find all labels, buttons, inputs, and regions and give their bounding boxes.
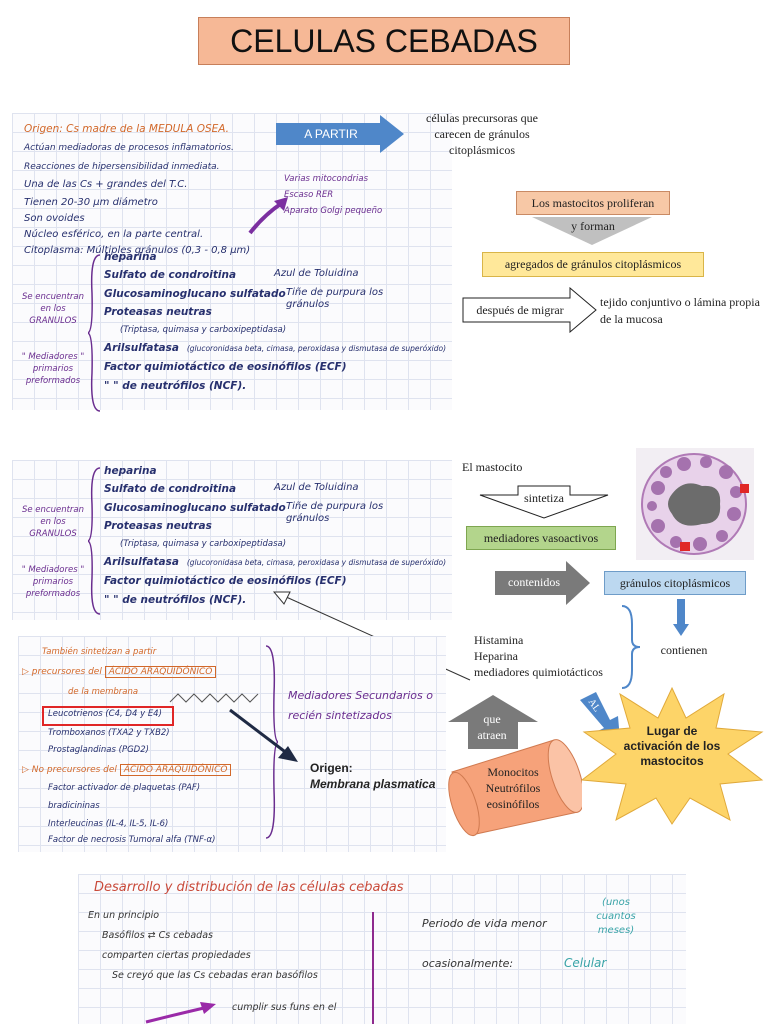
- al-arrow-icon: [580, 692, 620, 740]
- section3-right-3: Celular: [564, 956, 607, 970]
- secondary-item-b1: Factor activador de plaquetas (PAF): [48, 783, 201, 793]
- origin-note-1: Origen: Cs madre de la MEDULA OSEA.: [24, 123, 230, 135]
- notes-panel-granules: Se encuentran en los GRANULOS " Mediador…: [12, 460, 452, 620]
- precursor-text: células precursoras que carecen de gránu…: [426, 111, 538, 157]
- acid-box-2: ÁCIDO ARAQUIDÓNICO: [119, 764, 232, 776]
- origin-note-5: Tienen 20-30 μm diámetro: [24, 197, 158, 208]
- section3-heading: Desarrollo y distribución de las células…: [94, 880, 404, 895]
- secondary-item-a3: Prostaglandinas (PGD2): [48, 745, 149, 755]
- secondary-item-a1: Leucotrienos (C4, D4 y E4): [48, 709, 162, 719]
- origin-sub: Membrana plasmatica: [310, 777, 436, 791]
- cell-3: eosinófilos: [486, 797, 540, 811]
- secondary-item-b3: Interleucinas (IL-4, IL-5, IL-6): [48, 819, 169, 829]
- notes-panel-secondary: También sintetizan a partir ▷ precursore…: [18, 636, 446, 852]
- secondary-precursors-line: ▷ precursores del ÁCIDO ARAQUIDÓNICO: [22, 666, 217, 678]
- notes-panel-development: Desarrollo y distribución de las células…: [78, 874, 686, 1024]
- secondary-item-a2: Tromboxanos (TXA2 y TXB2): [48, 728, 170, 738]
- activation-starburst-icon: [580, 686, 764, 825]
- mediator-3: mediadores quimiotácticos: [474, 665, 603, 679]
- attract-arrow-icon: [448, 695, 538, 749]
- no-precursors: No precursores del: [31, 765, 117, 775]
- mediator-1: Histamina: [474, 633, 524, 647]
- organelle-2: Escaso RER: [284, 190, 334, 200]
- organelle-1: Varias mitocondrias: [284, 174, 368, 184]
- secondary-brace-icon: [265, 645, 278, 839]
- section3-line-2: Basófilos ⇄ Cs cebadas: [102, 930, 213, 941]
- brace-icon: [88, 467, 101, 615]
- down-arrow-blue-icon: [673, 599, 689, 636]
- secondary-membrane: de la membrana: [68, 687, 139, 697]
- cells-cylinder-icon: [448, 739, 582, 837]
- origin-block: Origen: Membrana plasmatica: [310, 760, 435, 792]
- section3-line-1: En un principio: [88, 910, 160, 921]
- mast-cell-image-icon: [636, 448, 754, 560]
- mediator-2: Heparina: [474, 649, 518, 663]
- vertical-divider: [372, 912, 374, 1024]
- proliferate-box: Los mastocitos proliferan: [516, 191, 670, 215]
- mastocyte-label: El mastocito: [462, 460, 523, 474]
- synthesize-label: sintetiza: [524, 491, 564, 505]
- secondary-item-b4: Factor de necrosis Tumoral alfa (TNF-α): [48, 835, 216, 845]
- purple-arrow-icon: [248, 197, 288, 235]
- page-title: CELULAS CEBADAS: [198, 17, 570, 65]
- a-partir-label: A PARTIR: [304, 127, 358, 141]
- contained-label: contenidos: [508, 575, 560, 589]
- section3-right-1: Periodo de vida menor: [422, 917, 547, 930]
- secondary-item-b2: bradicininas: [48, 801, 100, 811]
- destination-text: tejido conjuntivo o lámina propia de la …: [600, 295, 760, 326]
- granules-side-label-2b: " Mediadores " primarios preformados: [21, 565, 85, 599]
- cells-list: Monocitos Neutrófilos eosinófilos: [470, 764, 556, 812]
- secondary-precursors: precursores del: [31, 667, 102, 677]
- synthesize-arrow-icon: [479, 485, 609, 519]
- origin-note-6: Son ovoides: [24, 213, 85, 224]
- secondary-intro: También sintetizan a partir: [42, 647, 157, 657]
- purple-arrow-2-icon: [145, 1002, 216, 1024]
- section3-line-4: Se creyó que las Cs cebadas eran basófil…: [112, 970, 318, 981]
- contain-label: contienen: [660, 643, 708, 657]
- mediators-list: Histamina Heparina mediadores quimiotáct…: [474, 632, 624, 680]
- origin-title: Origen:: [310, 761, 353, 775]
- notes-panel-origin: Origen: Cs madre de la MEDULA OSEA. Actú…: [12, 113, 452, 412]
- organelle-3: Aparato Golgi pequeño: [284, 206, 383, 216]
- after-migrate-label: después de migrar: [476, 303, 564, 317]
- origin-note-3: Reacciones de hipersensibilidad inmediat…: [24, 162, 220, 172]
- acid-box-1: ÁCIDO ARAQUIDÓNICO: [104, 666, 217, 678]
- section3-right-2: ocasionalmente:: [422, 957, 514, 970]
- granules-box: gránulos citoplásmicos: [604, 571, 746, 595]
- origin-arrow-icon: [229, 708, 298, 762]
- brace-icon: [88, 254, 101, 412]
- aggregates-box: agregados de gránulos citoplásmicos: [482, 252, 704, 277]
- contain-brace-icon: [621, 605, 641, 689]
- no-precursors-line: ▷ No precursores del ÁCIDO ARAQUIDÓNICO: [22, 764, 232, 776]
- leukotriene-highlight: [42, 706, 174, 726]
- attract-label: que atraen: [477, 712, 507, 742]
- after-migrate-arrow-icon: [462, 287, 597, 333]
- section3-line-5: cumplir sus funs en el: [232, 1002, 337, 1013]
- granules-side-label-2a: Se encuentran en los GRANULOS: [21, 505, 85, 539]
- contained-arrow-icon: [495, 561, 590, 605]
- origin-note-2: Actúan mediadoras de procesos inflamator…: [24, 143, 234, 153]
- secondary-label: Mediadores Secundarios o recién sintetiz…: [288, 689, 433, 722]
- origin-note-8: Citoplasma: Múltiples gránulos (0,3 - 0,…: [24, 245, 251, 256]
- a-partir-arrow-icon: [276, 115, 404, 153]
- vasoactive-box: mediadores vasoactivos: [466, 526, 616, 550]
- activation-label: Lugar de activación de los mastocitos: [623, 724, 721, 768]
- and-form-label: y forman: [571, 219, 615, 233]
- molecule-icon: [169, 693, 259, 703]
- origin-note-7: Núcleo esférico, en la parte central.: [24, 229, 204, 240]
- section3-line-3: comparten ciertas propiedades: [102, 950, 251, 961]
- cell-1: Monocitos: [487, 765, 539, 779]
- cell-2: Neutrófilos: [485, 781, 541, 795]
- down-arrow-grey-icon: [532, 217, 652, 245]
- origin-note-4: Una de las Cs + grandes del T.C.: [24, 179, 188, 190]
- section3-bubble: (unos cuantos meses): [596, 897, 636, 936]
